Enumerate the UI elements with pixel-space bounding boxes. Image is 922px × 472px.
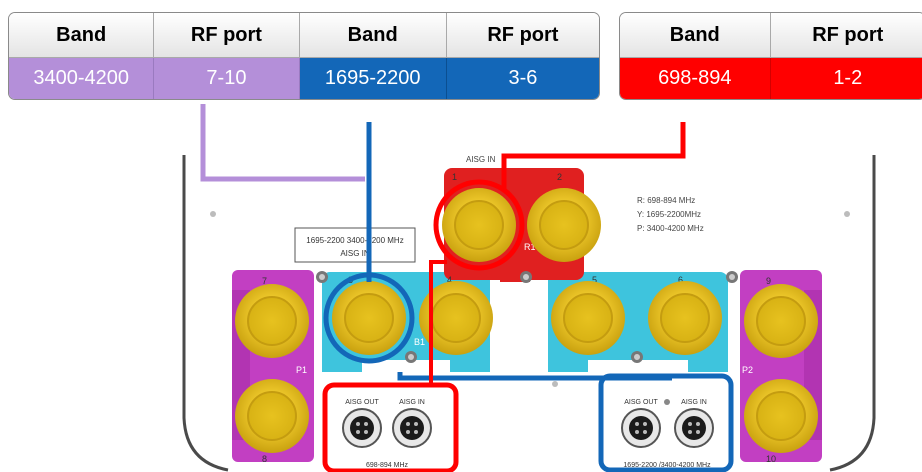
legend-p: P: 3400-4200 MHz <box>637 224 704 233</box>
ground-screw <box>726 271 738 283</box>
ground-screw <box>520 271 532 283</box>
port-3-6-cell: 3-6 <box>446 57 599 99</box>
rf-connector-7 <box>235 284 309 358</box>
red-highlight-ring <box>433 179 525 271</box>
header-rf-port: RF port <box>446 13 599 58</box>
label-b1: B1 <box>414 337 425 347</box>
aisg-out-label: AISG OUT <box>624 399 658 406</box>
rf-connector-5 <box>551 281 625 355</box>
rf-connector-3 <box>332 281 406 355</box>
label-p2: P2 <box>742 365 753 375</box>
header-rf-port: RF port <box>770 13 922 58</box>
aisg-box-in: AISG IN <box>340 249 370 258</box>
blue-highlight-box <box>598 373 734 472</box>
red-connection-line-bottom <box>429 260 447 384</box>
legend-r: R: 698-894 MHz <box>637 196 695 205</box>
port-number: 2 <box>557 172 562 182</box>
screw-dot <box>844 211 850 217</box>
aisg-in-top-label: AISG IN <box>466 155 496 164</box>
red-highlight-box <box>322 382 459 472</box>
band-3400-cell: 3400-4200 <box>9 57 155 99</box>
caption-698: 698-894 MHz <box>366 462 409 469</box>
port-1-2-cell: 1-2 <box>770 57 922 99</box>
aisg-box-bands: 1695-2200 3400-4200 MHz <box>306 236 403 245</box>
label-b2: B2 <box>630 365 641 375</box>
aisg-out-label: AISG OUT <box>345 399 379 406</box>
table-header-row: Band RF port Band RF port <box>9 13 599 58</box>
ground-screw <box>405 351 417 363</box>
caption-1695-3400: 1695-2200 /3400-4200 MHz <box>623 462 711 469</box>
band-698-cell: 698-894 <box>620 57 771 99</box>
header-band: Band <box>620 13 771 58</box>
band-port-table-right: Band RF port 698-894 1-2 <box>620 13 922 99</box>
rf-connector-10 <box>744 379 818 453</box>
frequency-legend: R: 698-894 MHz Y: 1695-2200MHz P: 3400-4… <box>637 196 704 233</box>
aisg-in-label: AISG IN <box>681 399 707 406</box>
band-port-table-left: Band RF port Band RF port 3400-4200 7-10… <box>9 13 599 99</box>
rf-connector-1 <box>442 188 516 262</box>
aisg-in-label: AISG IN <box>399 399 425 406</box>
port-number: 4 <box>447 275 452 285</box>
port-number: 1 <box>452 172 457 182</box>
port-number: 10 <box>766 454 776 464</box>
rf-connector-6 <box>648 281 722 355</box>
label-r1: R1 <box>524 242 536 252</box>
table-row: 3400-4200 7-10 1695-2200 3-6 <box>9 57 599 99</box>
rf-connector-2 <box>527 188 601 262</box>
header-rf-port: RF port <box>153 13 300 58</box>
purple-connection-line <box>200 104 365 182</box>
rf-connector-9 <box>744 284 818 358</box>
port-number: 8 <box>262 454 267 464</box>
aisg-label-box: 1695-2200 3400-4200 MHz AISG IN <box>294 227 416 263</box>
band-1695-cell: 1695-2200 <box>299 57 447 99</box>
label-p1: P1 <box>296 365 307 375</box>
port-number: 9 <box>766 276 771 286</box>
table-header-row: Band RF port <box>620 13 922 58</box>
ground-screw <box>631 351 643 363</box>
screw-dot <box>210 211 216 217</box>
header-band: Band <box>9 13 155 58</box>
red-connection-line-top <box>501 122 686 190</box>
port-number: 7 <box>262 276 267 286</box>
table-row: 698-894 1-2 <box>620 57 922 99</box>
rf-connector-8 <box>235 379 309 453</box>
screw-dot <box>552 381 558 387</box>
legend-y: Y: 1695-2200MHz <box>637 210 701 219</box>
panel-outline <box>182 155 876 472</box>
ground-screw <box>316 271 328 283</box>
port-number: 5 <box>592 275 597 285</box>
port-7-10-cell: 7-10 <box>153 57 300 99</box>
blue-highlight-ring <box>323 272 415 364</box>
blue-connection-line-bottom <box>397 372 672 381</box>
aisg-connector-group-left: AISG OUT AISG IN 698-894 MHz <box>342 399 432 469</box>
aisg-connector-group-right: AISG OUT AISG IN 1695-2200 /3400-4200 MH… <box>621 399 714 469</box>
header-band: Band <box>299 13 447 58</box>
port-number: 6 <box>678 275 683 285</box>
